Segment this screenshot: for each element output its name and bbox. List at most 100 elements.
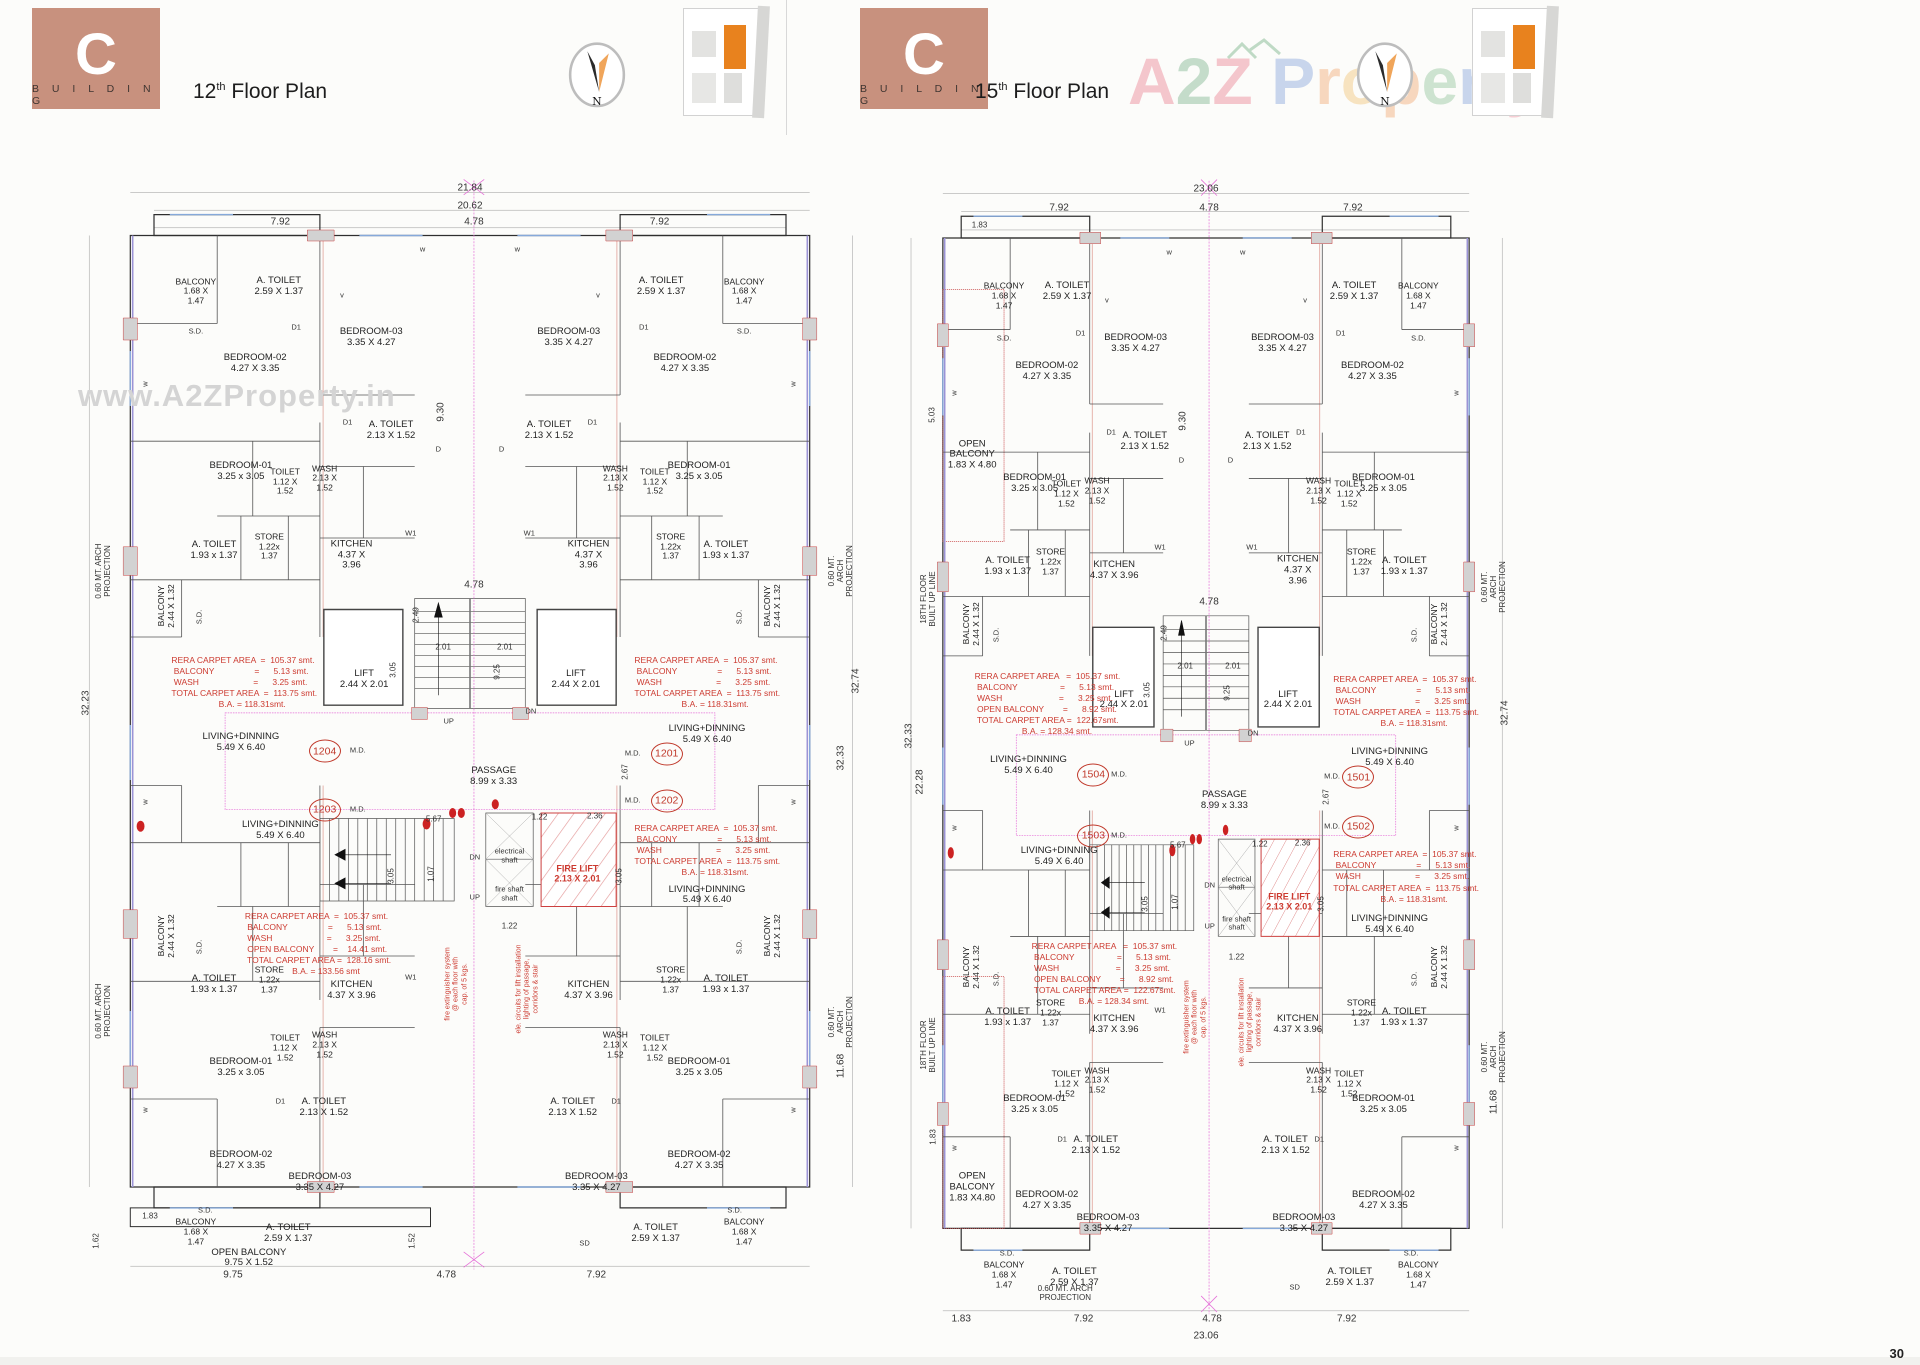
room-label: PASSAGE 8.99 x 3.33 [470,764,518,787]
room-label: BALCONY 1.68 X 1.47 [983,280,1025,311]
rera-area-block: RERA CARPET AREA = 105.37 smt. BALCONY =… [171,654,318,709]
dimension-label: 32.33 [835,745,847,771]
room-label: KITCHEN 4.37 X 3.96 [1276,553,1319,587]
room-label: STORE 1.22x 1.37 [656,964,686,995]
room-label: BALCONY 2.44 X 1.32 [960,602,981,646]
key-plan-highlight-building [1513,25,1535,69]
building-letter: C [75,21,117,87]
room-label: STORE 1.22x 1.37 [254,964,284,995]
dimension-label: 18TH FLOOR BUILT UP LINE [918,1017,938,1073]
annotation-letter: D [1227,455,1234,465]
room-label: KITCHEN 4.37 X 3.96 [1089,559,1139,582]
room-label: KITCHEN 4.37 X 3.96 [567,538,610,572]
room-label: A. TOILET 2.59 X 1.37 [1325,1265,1375,1288]
dimension-label: 32.33 [902,723,914,749]
room-label: A. TOILET 1.93 x 1.37 [190,972,238,995]
room-label: STORE 1.22x 1.37 [656,531,686,561]
dimension-label: 3.05 [1316,896,1326,913]
room-label: A. TOILET 1.93 x 1.37 [190,539,238,562]
annotation-letter: w [140,799,150,805]
north-compass-icon: N [568,42,626,108]
room-label: BEDROOM-01 3.25 x 3.05 [667,1056,731,1079]
rera-area-block: RERA CARPET AREA = 105.37 smt. BALCONY =… [634,654,781,709]
unit-number-badge: 1203 [308,798,341,822]
room-label: BALCONY 1.68 X 1.47 [1398,280,1439,311]
annotation-letter: M.D. [349,804,366,814]
floor-ordinal: th [998,81,1008,93]
room-label: BEDROOM-01 3.25 x 3.05 [1352,1092,1415,1115]
annotation-letter: w [140,1107,150,1113]
key-plan-block [1513,73,1531,103]
room-label: A. TOILET 2.59 X 1.37 [254,275,304,298]
dimension-label: 2.01 [496,642,513,652]
annotation-letter: D [498,444,505,454]
annotation-letter: S.D. [727,1205,742,1215]
annotation-letter: UP [469,892,480,902]
room-label: TOILET 1.12 X 1.52 [1334,478,1365,509]
room-label: A. TOILET 2.13 X 1.52 [548,1095,597,1118]
dimension-label: 7.92 [1343,202,1363,214]
room-label: LIVING+DINNING 5.49 X 6.40 [1020,845,1098,868]
dimension-label: 1.07 [1170,894,1180,910]
annotation-letter: w [949,824,959,831]
dimension-label: 2.67 [1321,788,1331,805]
annotation-letter: v [596,290,600,300]
room-label: KITCHEN 4.37 X 3.96 [327,979,376,1002]
dimension-label: 1.83 [951,1313,971,1325]
room-label: BALCONY 2.44 X 1.32 [1429,945,1450,990]
unit-number-badge: 1503 [1077,824,1110,848]
room-label: STORE 1.22x 1.37 [1035,997,1066,1028]
dimension-label: 0.60 MT. ARCH PROJECTION [1479,1030,1508,1083]
annotation-letter: w [1451,389,1461,396]
dimension-label: 23.06 [1193,182,1219,194]
annotation-letter: DN [525,706,537,716]
annotation-letter: D [435,444,442,454]
key-plan-block [1481,31,1505,57]
room-label: BEDROOM-03 3.35 X 4.27 [1104,332,1168,355]
dimension-label: 0.60 MT. ARCH PROJECTION [94,983,113,1039]
annotation-letter: w [788,1107,798,1113]
room-label: BEDROOM-03 3.35 X 4.27 [288,1170,352,1193]
building-word: B U I L D I N G [32,83,156,107]
room-label: TOILET 1.12 X 1.52 [1051,1068,1082,1099]
logo-letter: Z [1212,44,1253,118]
annotation-letter: S.D. [736,326,752,336]
room-label: LIVING+DINNING 5.49 X 6.40 [202,730,280,753]
dimension-label: 2.36 [587,811,603,821]
room-label: WASH 2.13 X 1.52 [1084,1065,1110,1095]
unit-number-badge: 1204 [308,739,341,763]
annotation-letter: S.D. [734,609,744,625]
room-label: A. TOILET 2.13 X 1.52 [1120,429,1170,452]
annotation-letter: UP [443,716,454,726]
room-label: BALCONY 1.68 X 1.47 [723,1216,765,1246]
floor-plan-drawing [900,175,1512,1320]
floor-number: 15 [975,80,999,103]
logo-letter: A [1128,44,1176,118]
plan-title-15: 15th Floor Plan [975,80,1109,104]
room-label: A. TOILET 1.93 x 1.37 [702,972,750,995]
room-label: A. TOILET 2.13 X 1.52 [1071,1134,1121,1156]
room-label: BEDROOM-02 4.27 X 3.35 [1352,1188,1415,1211]
key-plan-highlight-building [724,25,746,69]
annotation-letter: D1 [1075,328,1086,338]
room-label: BEDROOM-01 3.25 x 3.05 [209,1056,273,1079]
building-letter: C [903,21,945,87]
dimension-label: 1.52 [406,1233,416,1249]
annotation-letter: w [788,381,798,387]
room-label: KITCHEN 4.37 X 3.96 [564,979,613,1002]
room-label: LIFT 2.44 X 2.01 [1099,688,1149,711]
svg-text:N: N [592,95,601,108]
annotation-letter: S.D. [194,939,204,955]
dimension-label: 9.30 [1177,411,1189,431]
room-label: A. TOILET 2.59 X 1.37 [1329,279,1379,302]
dimension-label: 4.78 [1202,1313,1222,1325]
room-label: PASSAGE 8.99 x 3.33 [1200,789,1248,812]
dimension-label: 2.49 [1159,625,1169,641]
rera-area-block: RERA CARPET AREA = 105.37 smt. BALCONY =… [634,822,781,878]
annotation-letter: SD [1289,1282,1300,1292]
building-word: B U I L D I N G [860,83,984,107]
room-label: WASH 2.13 X 1.52 [312,1029,338,1059]
dimension-label: 18TH FLOOR BUILT UP LINE [918,571,938,627]
